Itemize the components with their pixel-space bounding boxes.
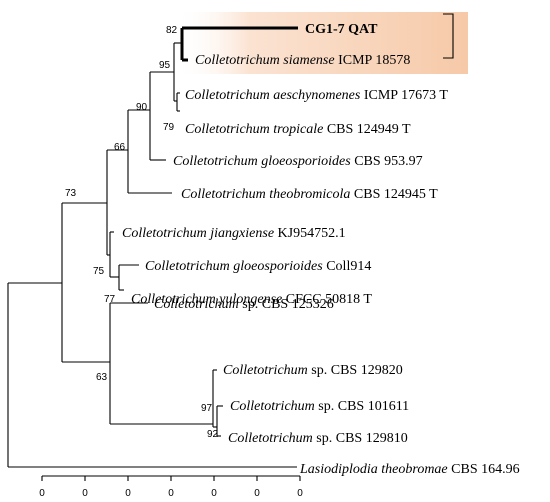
taxon-label-part: CBS 124945 T: [350, 187, 438, 202]
taxon-label-part: Colletotrichum: [230, 399, 315, 414]
taxon-label: Colletotrichum tropicale CBS 124949 T: [185, 122, 411, 137]
support-value: 97: [201, 403, 213, 414]
taxon-label: Colletotrichum sp. CBS 129820: [223, 363, 403, 378]
taxon-label-part: Colletotrichum gloeosporioides: [145, 259, 323, 274]
scale-axis: 0 0 0 0 0 0 0: [39, 475, 303, 499]
support-value: 73: [65, 188, 77, 199]
support-value: 66: [114, 142, 126, 153]
support-value: 63: [96, 372, 108, 383]
taxon-label-part: Colletotrichum: [228, 431, 313, 446]
taxon-label: Colletotrichum sp. CBS 129810: [228, 431, 408, 446]
focal-clade-branches: [180, 26, 298, 62]
taxon-label: Colletotrichum aeschynomenes ICMP 17673 …: [185, 88, 448, 103]
taxon-label-part: CFCC 50818 T: [282, 292, 372, 307]
taxon-label: Lasiodiplodia theobromae CBS 164.96: [299, 462, 520, 477]
taxon-label-part: Colletotrichum theobromicola: [181, 187, 350, 202]
taxon-label: Colletotrichum sp. CBS 125326: [154, 297, 334, 312]
scale-tick-label: 0: [254, 488, 260, 499]
taxon-label-part: Colletotrichum: [223, 363, 308, 378]
taxon-label-part: Coll914: [323, 259, 372, 274]
taxon-label-part: sp. CBS 101611: [315, 399, 409, 414]
taxon-label: Colletotrichum gloeosporioides Coll914: [145, 259, 371, 274]
taxon-label-part: KJ954752.1: [274, 226, 346, 241]
taxon-label-part: sp. CBS 129810: [313, 431, 408, 446]
support-values: 82 95 90 79 66 73 75 77 63 97 92: [65, 25, 219, 440]
taxon-label: Colletotrichum jiangxiense KJ954752.1: [122, 226, 346, 241]
taxon-label: Colletotrichum yulongense CFCC 50818 T: [131, 292, 372, 307]
support-value: 75: [93, 266, 105, 277]
taxon-label-part: Colletotrichum siamense: [195, 53, 335, 68]
taxon-label-part: ICMP 18578: [335, 53, 411, 68]
taxon-label-part: Colletotrichum tropicale: [185, 122, 323, 137]
taxon-label-part: CBS 124949 T: [323, 122, 411, 137]
taxon-label-part: Colletotrichum yulongense: [131, 292, 282, 307]
support-value: 77: [104, 294, 116, 305]
tree-branches: [7, 42, 297, 468]
support-value: 95: [159, 60, 171, 71]
support-value: 79: [163, 122, 175, 133]
taxon-label-part: sp. CBS 129820: [308, 363, 403, 378]
taxon-labels: CG1-7 QAT Colletotrichum siamense ICMP 18…: [122, 22, 520, 477]
taxon-label: Colletotrichum theobromicola CBS 124945 …: [181, 187, 438, 202]
clade-bracket: [443, 13, 454, 59]
taxon-label-part: sp. CBS 125326: [239, 297, 334, 312]
taxon-label: CG1-7 QAT: [305, 22, 378, 37]
taxon-label: Colletotrichum siamense ICMP 18578: [195, 53, 410, 68]
scale-tick-label: 0: [39, 488, 45, 499]
scale-tick-label: 0: [297, 488, 303, 499]
scale-tick-label: 0: [82, 488, 88, 499]
taxon-label: Colletotrichum gloeosporioides CBS 953.9…: [173, 154, 423, 169]
taxon-label-part: ICMP 17673 T: [360, 88, 448, 103]
support-value: 92: [207, 429, 219, 440]
clade-highlight: [176, 12, 468, 74]
taxon-label-part: Colletotrichum gloeosporioides: [173, 154, 351, 169]
taxon-label-part: CBS 164.96: [448, 462, 520, 477]
taxon-label-part: Lasiodiplodia theobromae: [299, 462, 448, 477]
taxon-label-part: Colletotrichum aeschynomenes: [185, 88, 361, 103]
support-value: 82: [166, 25, 178, 36]
scale-tick-label: 0: [125, 488, 131, 499]
taxon-label-part: CBS 953.97: [351, 154, 423, 169]
taxon-label-part: CG1-7 QAT: [305, 22, 378, 37]
support-value: 90: [136, 102, 148, 113]
scale-tick-label: 0: [211, 488, 217, 499]
taxon-label-part: Colletotrichum jiangxiense: [122, 226, 274, 241]
scale-tick-label: 0: [168, 488, 174, 499]
taxon-label: Colletotrichum sp. CBS 101611: [230, 399, 409, 414]
taxon-label-part: Colletotrichum: [154, 297, 239, 312]
